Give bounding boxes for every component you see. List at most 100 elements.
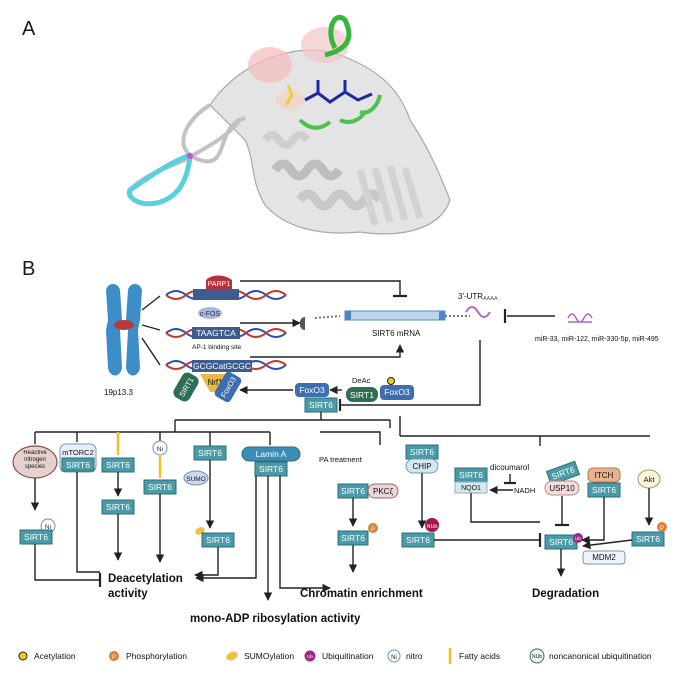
nqo1-sirt6-label: SIRT6	[459, 470, 483, 480]
mtorc2-sirt6-label: SIRT6	[66, 460, 90, 470]
akt-phospho-mark-icon	[657, 522, 667, 532]
parp1-protein	[206, 275, 232, 289]
sumo-bubble	[183, 470, 209, 486]
fatty-sirt6-label-2: SIRT6	[106, 502, 130, 512]
deg-sirt6-label: SIRT6	[549, 537, 573, 547]
akt-to-deg-arrow	[582, 539, 633, 550]
ub-mark-label: Ub	[575, 536, 581, 541]
acetyl-mark-icon	[387, 377, 395, 385]
mirna-label: miR-33, miR-122, miR-330-5p, miR-495	[535, 336, 659, 343]
chromatin-label: Chromatin enrichment	[300, 588, 423, 600]
polya-label: AAAA	[483, 296, 498, 302]
lamin-deac-arrow	[195, 476, 257, 583]
akt-phospho-mark-label: P	[660, 526, 664, 532]
legend-nitro-mark: Ni	[391, 655, 397, 661]
legend-phospho-mark: P	[112, 655, 116, 661]
pkcz-sirt6-label-2: SIRT6	[341, 533, 365, 543]
legend-nitro: nitro	[406, 651, 423, 661]
panel-a-label: A	[22, 18, 36, 40]
foxo3-left-box	[295, 383, 329, 397]
nitro-mark-label: Ni	[45, 524, 51, 531]
legend-phosphorylation: Phosphorylation	[126, 651, 187, 661]
rns-sirt6-label: SIRT6	[24, 532, 48, 542]
ni-icon	[152, 440, 168, 456]
legend-ubiquitination: Ubiquitination	[322, 651, 374, 661]
chromosome	[106, 284, 142, 376]
deac-label: DeAc	[352, 376, 371, 385]
lamin-sirt6-box	[254, 461, 288, 477]
sumo-sirt6-label-2: SIRT6	[206, 535, 230, 545]
nub-mark-icon	[425, 518, 439, 532]
dicoumarol-label: dicoumarol	[490, 463, 529, 472]
phospho-mark-label: P	[371, 527, 375, 533]
locus-label: 19p13.3	[104, 388, 133, 397]
nrf1-label: Nrf1	[207, 378, 223, 387]
utr-label: 3'-UTR	[458, 292, 483, 301]
rns-label: Reactive nitrogen species	[23, 450, 47, 470]
nub-mark-label: NUb	[426, 524, 437, 530]
legend-noncanonical: noncanonical ubiquitination	[549, 651, 652, 661]
usp10-sirt6-box	[545, 460, 581, 486]
hub-tree-left	[174, 419, 390, 432]
panel-b-label: B	[22, 258, 36, 280]
lamin-chromatin-arrow	[279, 476, 331, 593]
parp1-inhibit-line	[240, 280, 401, 296]
akt-sirt6-box	[631, 531, 665, 547]
taagtca-label: TAAGTCA	[196, 328, 236, 338]
mirna-binding-icon	[465, 306, 491, 318]
taagtca-box	[192, 327, 240, 339]
mrna-label: SIRT6 mRNA	[372, 329, 421, 338]
mrna-body	[344, 310, 446, 321]
degradation-label: Degradation	[532, 588, 599, 600]
sumo-to-deac-arrow	[194, 547, 219, 580]
legend-ub-mark: Ub	[307, 654, 313, 659]
fatty-sirt6-label-1: SIRT6	[106, 460, 130, 470]
legend-nub-icon	[529, 648, 545, 664]
foxo3-promoter-shape	[214, 371, 242, 403]
hub-tree-right	[389, 416, 650, 446]
deac-sirt1-label: SIRT1	[350, 390, 374, 400]
mdm2-box	[582, 550, 626, 565]
mrna-leader	[314, 315, 341, 319]
itch-box	[587, 467, 621, 483]
mrna-start	[345, 311, 351, 320]
akt-sirt6-label: SIRT6	[636, 534, 660, 544]
protein-structure	[126, 15, 451, 235]
sirt1-shape	[173, 372, 199, 402]
foxo3-left-label: FoxO3	[299, 385, 325, 395]
rns-sirt6-box	[19, 529, 53, 545]
pkcz-label: PKCζ	[373, 487, 393, 496]
rns-text-wrap: Reactive nitrogen species	[23, 450, 47, 470]
cfos-label: c-FOS	[200, 311, 221, 318]
legend: Acetylation P Phosphorylation SUMOylatio…	[18, 648, 652, 664]
legend-phospho-icon	[109, 651, 119, 661]
chip-label: CHIP	[412, 462, 431, 471]
legend-ub-icon	[304, 650, 316, 662]
chip-sirt6-label: SIRT6	[410, 447, 434, 457]
itch-sirt6-label: SIRT6	[592, 485, 616, 495]
pa-treatment-label: PA treatment	[319, 455, 363, 464]
deac-foxo3-box	[380, 385, 414, 400]
gcg-box	[192, 360, 252, 372]
nadh-label: NADH	[514, 486, 535, 495]
legend-acetylation: Acetylation	[34, 651, 76, 661]
pkcz-box	[367, 483, 399, 499]
akt-label: Akt	[644, 475, 656, 484]
mtorc2-line	[76, 472, 100, 573]
pkcz-sirt6-label: SIRT6	[341, 486, 365, 496]
chromosome-connectors	[141, 295, 161, 366]
legend-acetylation-icon	[18, 651, 28, 661]
pa-tree-drop	[320, 431, 381, 445]
usp10-box	[544, 480, 580, 496]
hub-sirt6-label: SIRT6	[309, 400, 333, 410]
ub-mark-icon	[573, 533, 583, 543]
legend-sumo-icon	[226, 651, 238, 661]
parp1-label: PARP1	[208, 281, 231, 288]
mtorc2-label: mTORC2	[62, 448, 94, 457]
ap1-site-label: AP-1 binding site	[192, 344, 242, 351]
sumo-label: SUMO	[186, 476, 206, 483]
gcg-arrow	[250, 344, 405, 358]
nqo1-label: NQO1	[461, 485, 481, 492]
itch-arrow	[581, 497, 605, 545]
